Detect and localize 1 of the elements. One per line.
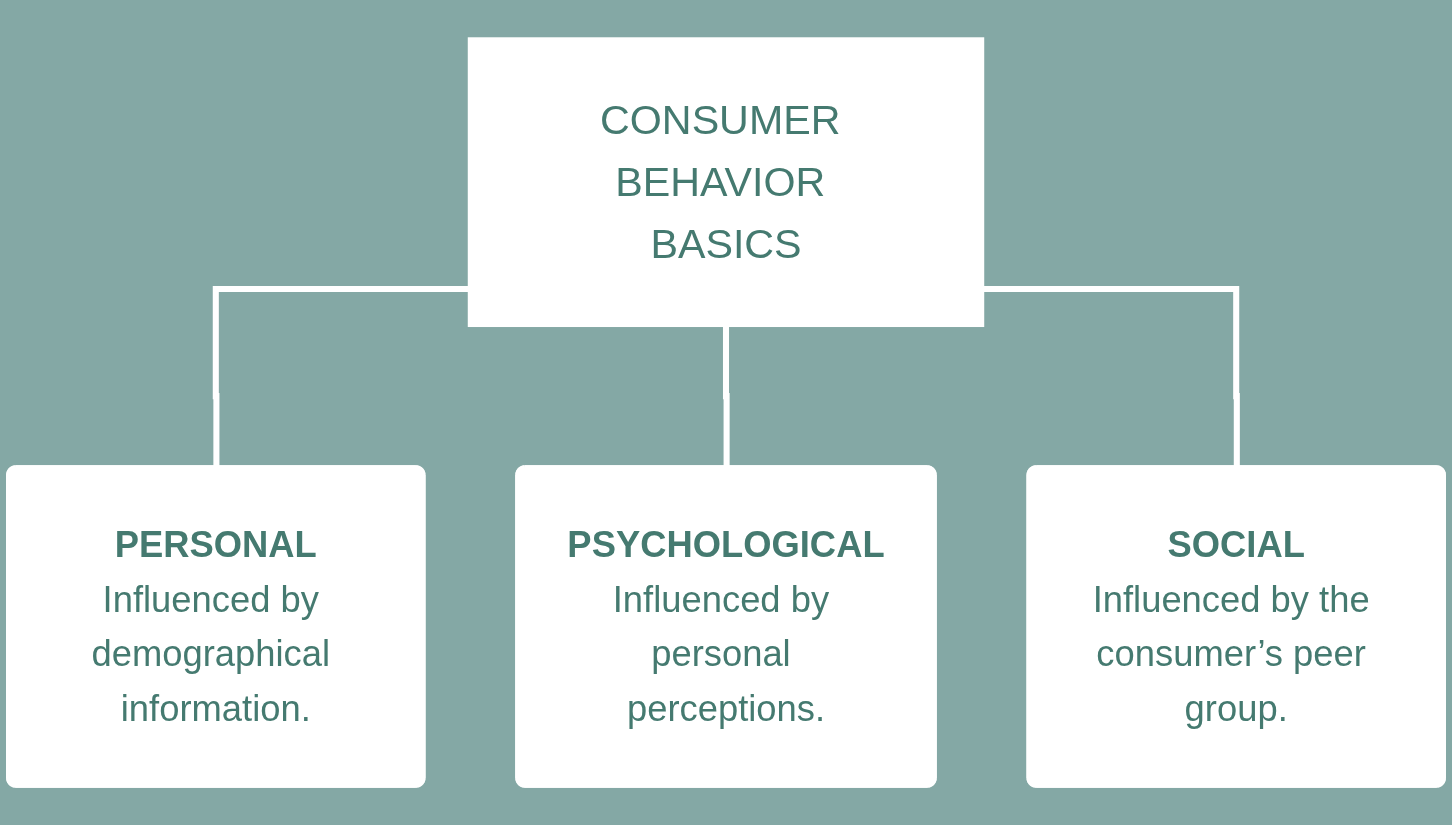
node-box: CONSUMER BEHAVIOR BASICS (467, 37, 985, 328)
